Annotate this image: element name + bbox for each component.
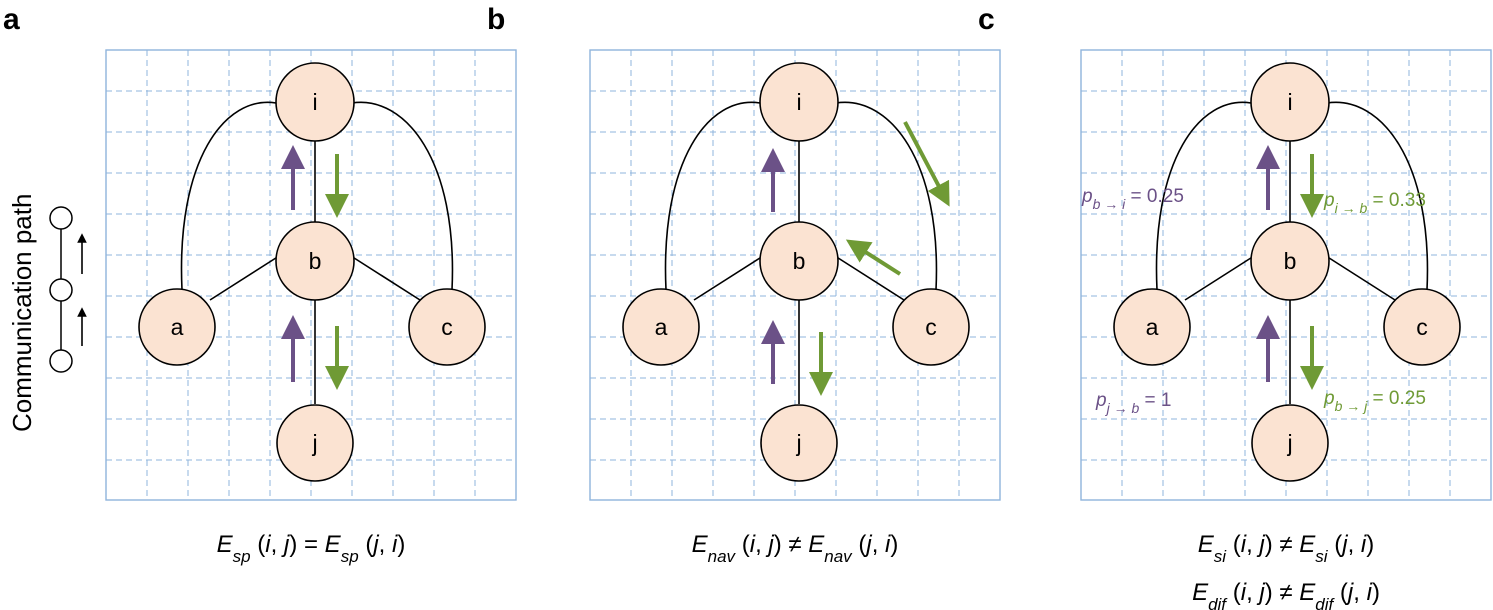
equation: Esp (i, j) = Esp (j, i): [217, 531, 406, 566]
node-label: i: [796, 89, 801, 115]
node-a: a: [138, 288, 216, 366]
node-i: i: [275, 62, 355, 142]
prob-b-to-j: pb → j = 0.25: [1323, 388, 1426, 414]
path-node-icon: [49, 278, 73, 302]
edges: [180, 101, 454, 404]
panel-letter: b: [487, 3, 505, 36]
node-label: i: [1287, 89, 1292, 115]
node-label: j: [795, 430, 801, 456]
node-c: c: [408, 288, 486, 366]
communication-path-label: Communication path: [7, 194, 37, 432]
node-label: j: [311, 430, 317, 456]
path-node-icon: [49, 206, 73, 230]
node-label: c: [925, 314, 937, 340]
node-label: i: [312, 89, 317, 115]
panel-letter: c: [978, 3, 995, 36]
node-label: b: [309, 248, 322, 274]
prob-j-to-b: pj → b = 1: [1095, 390, 1172, 416]
node-a: a: [1113, 288, 1191, 366]
arrow-down-icon: [903, 121, 950, 207]
node-i: i: [1250, 62, 1330, 142]
equation: Enav (i, j) ≠ Enav (j, i): [692, 531, 899, 566]
panel-letter: a: [3, 3, 20, 36]
node-b: b: [759, 221, 839, 301]
node-j: j: [276, 404, 354, 482]
prob-b-to-i: pb → i = 0.25: [1081, 186, 1184, 212]
communication-path-legend: Communication path: [7, 194, 87, 432]
node-b: b: [275, 221, 355, 301]
node-j: j: [760, 404, 838, 482]
flow-arrows: [281, 145, 349, 390]
path-node-icon: [49, 349, 73, 373]
flow-arrows: [761, 121, 950, 396]
node-label: j: [1286, 430, 1292, 456]
node-i: i: [759, 62, 839, 142]
node-label: b: [1284, 248, 1297, 274]
node-label: a: [655, 314, 668, 340]
equation: Esi (i, j) ≠ Esi (j, i): [1198, 531, 1375, 566]
node-c: c: [1383, 288, 1461, 366]
prob-i-to-b: pi → b = 0.33: [1323, 190, 1426, 216]
node-label: c: [441, 314, 453, 340]
node-label: a: [1146, 314, 1159, 340]
flow-arrows: [1256, 145, 1324, 390]
edges: [1155, 101, 1429, 404]
node-label: a: [171, 314, 184, 340]
node-b: b: [1250, 221, 1330, 301]
node-label: c: [1416, 314, 1428, 340]
node-c: c: [892, 288, 970, 366]
node-a: a: [622, 288, 700, 366]
equation-2: Edif (i, j) ≠ Edif (j, i): [1192, 579, 1380, 610]
arrow-diagonal-icon: [845, 239, 902, 276]
node-j: j: [1251, 404, 1329, 482]
edges: [664, 101, 938, 404]
node-label: b: [793, 248, 806, 274]
